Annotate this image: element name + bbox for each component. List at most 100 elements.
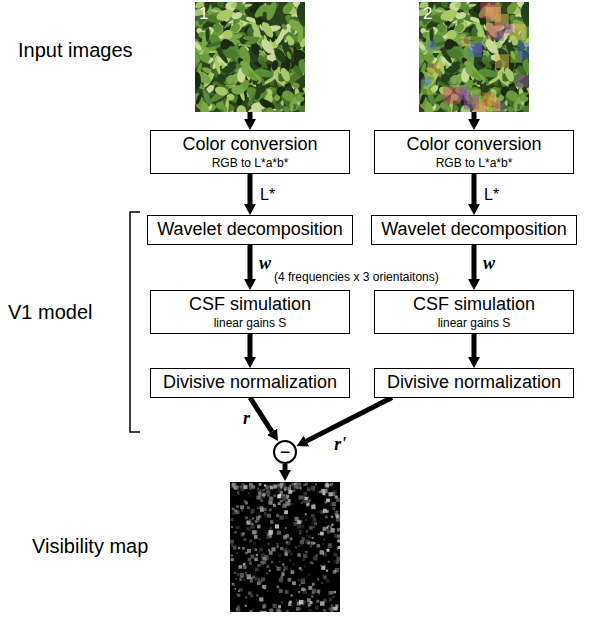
visibility-speck xyxy=(285,590,288,593)
flow-arrow xyxy=(248,174,253,204)
visibility-speck xyxy=(268,535,271,538)
visibility-speck xyxy=(290,537,293,540)
visibility-speck xyxy=(249,483,253,487)
distortion-patch xyxy=(504,24,513,33)
leaf xyxy=(260,20,276,39)
visibility-speck xyxy=(289,490,292,493)
visibility-speck xyxy=(267,514,271,518)
visibility-speck xyxy=(337,534,340,537)
visibility-speck xyxy=(299,584,301,586)
visibility-speck xyxy=(262,490,264,492)
visibility-speck xyxy=(310,545,312,547)
leaf xyxy=(452,61,461,70)
visibility-speck xyxy=(326,527,328,529)
visibility-speck xyxy=(279,494,281,496)
annotation: (4 frequencies x 3 orientaitons) xyxy=(274,270,439,284)
visibility-speck xyxy=(289,485,291,487)
visibility-speck xyxy=(326,499,330,503)
visibility-speck xyxy=(254,577,258,581)
leaf xyxy=(221,28,233,40)
visibility-speck xyxy=(290,503,292,505)
visibility-speck xyxy=(235,578,237,580)
visibility-speck xyxy=(254,558,257,561)
visibility-speck xyxy=(295,517,299,521)
leaf xyxy=(295,94,305,102)
visibility-speck xyxy=(329,483,333,487)
box-title: Wavelet decomposition xyxy=(156,219,344,241)
visibility-speck xyxy=(245,596,248,599)
visibility-speck xyxy=(283,486,286,489)
visibility-speck xyxy=(328,561,330,563)
visibility-speck xyxy=(300,487,302,489)
panel-label: Visibility map xyxy=(32,534,148,558)
box-title: Divisive normalization xyxy=(383,372,565,394)
leaf xyxy=(477,28,484,37)
visibility-speck xyxy=(328,608,331,611)
visibility-speck xyxy=(313,526,315,528)
box-title: Wavelet decomposition xyxy=(380,219,568,241)
visibility-speck xyxy=(238,490,240,492)
visibility-speck xyxy=(298,545,300,547)
visibility-speck xyxy=(330,503,333,506)
visibility-speck xyxy=(281,573,284,576)
leaf xyxy=(195,71,201,89)
visibility-speck xyxy=(335,605,338,608)
distortion-patch xyxy=(422,77,431,86)
visibility-speck xyxy=(311,505,315,509)
visibility-speck xyxy=(330,591,333,594)
visibility-speck xyxy=(327,530,330,533)
visibility-speck xyxy=(289,601,292,604)
visibility-speck xyxy=(299,533,301,535)
leaf xyxy=(217,73,226,84)
process-box: CSF simulationlinear gains S xyxy=(150,290,350,334)
visibility-speck xyxy=(266,572,268,574)
visibility-speck xyxy=(297,553,300,556)
visibility-speck xyxy=(246,574,248,576)
visibility-speck xyxy=(239,578,242,581)
distortion-patch xyxy=(495,54,509,68)
panel-number: 2 xyxy=(419,2,529,24)
visibility-speck xyxy=(312,583,315,586)
visibility-speck xyxy=(293,489,295,491)
visibility-speck xyxy=(285,527,287,529)
leaf xyxy=(285,34,294,43)
visibility-speck xyxy=(336,609,338,611)
visibility-speck xyxy=(240,573,242,575)
visibility-speck xyxy=(257,488,259,490)
flow-arrow xyxy=(472,245,477,279)
visibility-speck xyxy=(336,511,338,513)
visibility-speck xyxy=(240,573,244,577)
visibility-speck xyxy=(278,488,282,492)
visibility-speck xyxy=(244,500,247,503)
visibility-speck xyxy=(249,539,252,542)
visibility-speck xyxy=(311,542,314,545)
visibility-speck xyxy=(264,512,267,515)
visibility-speck xyxy=(262,557,265,560)
visibility-speck xyxy=(338,546,340,549)
visibility-speck xyxy=(258,515,261,518)
visibility-speck xyxy=(251,523,253,525)
visibility-speck xyxy=(238,547,240,549)
visibility-speck xyxy=(311,596,313,598)
visibility-speck xyxy=(329,598,333,602)
visibility-speck xyxy=(285,501,289,505)
visibility-speck xyxy=(323,575,327,579)
visibility-speck xyxy=(248,518,252,522)
visibility-speck xyxy=(334,534,337,537)
visibility-speck xyxy=(282,563,285,566)
leaf xyxy=(271,59,280,71)
visibility-speck xyxy=(315,606,318,609)
leaf xyxy=(221,105,228,112)
visibility-speck xyxy=(315,484,317,486)
visibility-speck xyxy=(332,596,334,598)
visibility-speck xyxy=(275,524,279,528)
visibility-speck xyxy=(243,566,246,569)
visibility-speck xyxy=(336,498,340,502)
visibility-speck xyxy=(306,534,308,536)
box-title: CSF simulation xyxy=(383,294,565,316)
visibility-speck xyxy=(302,558,305,561)
visibility-speck xyxy=(313,518,317,522)
visibility-speck xyxy=(291,570,295,574)
visibility-speck xyxy=(243,563,245,565)
visibility-speck xyxy=(289,559,291,561)
